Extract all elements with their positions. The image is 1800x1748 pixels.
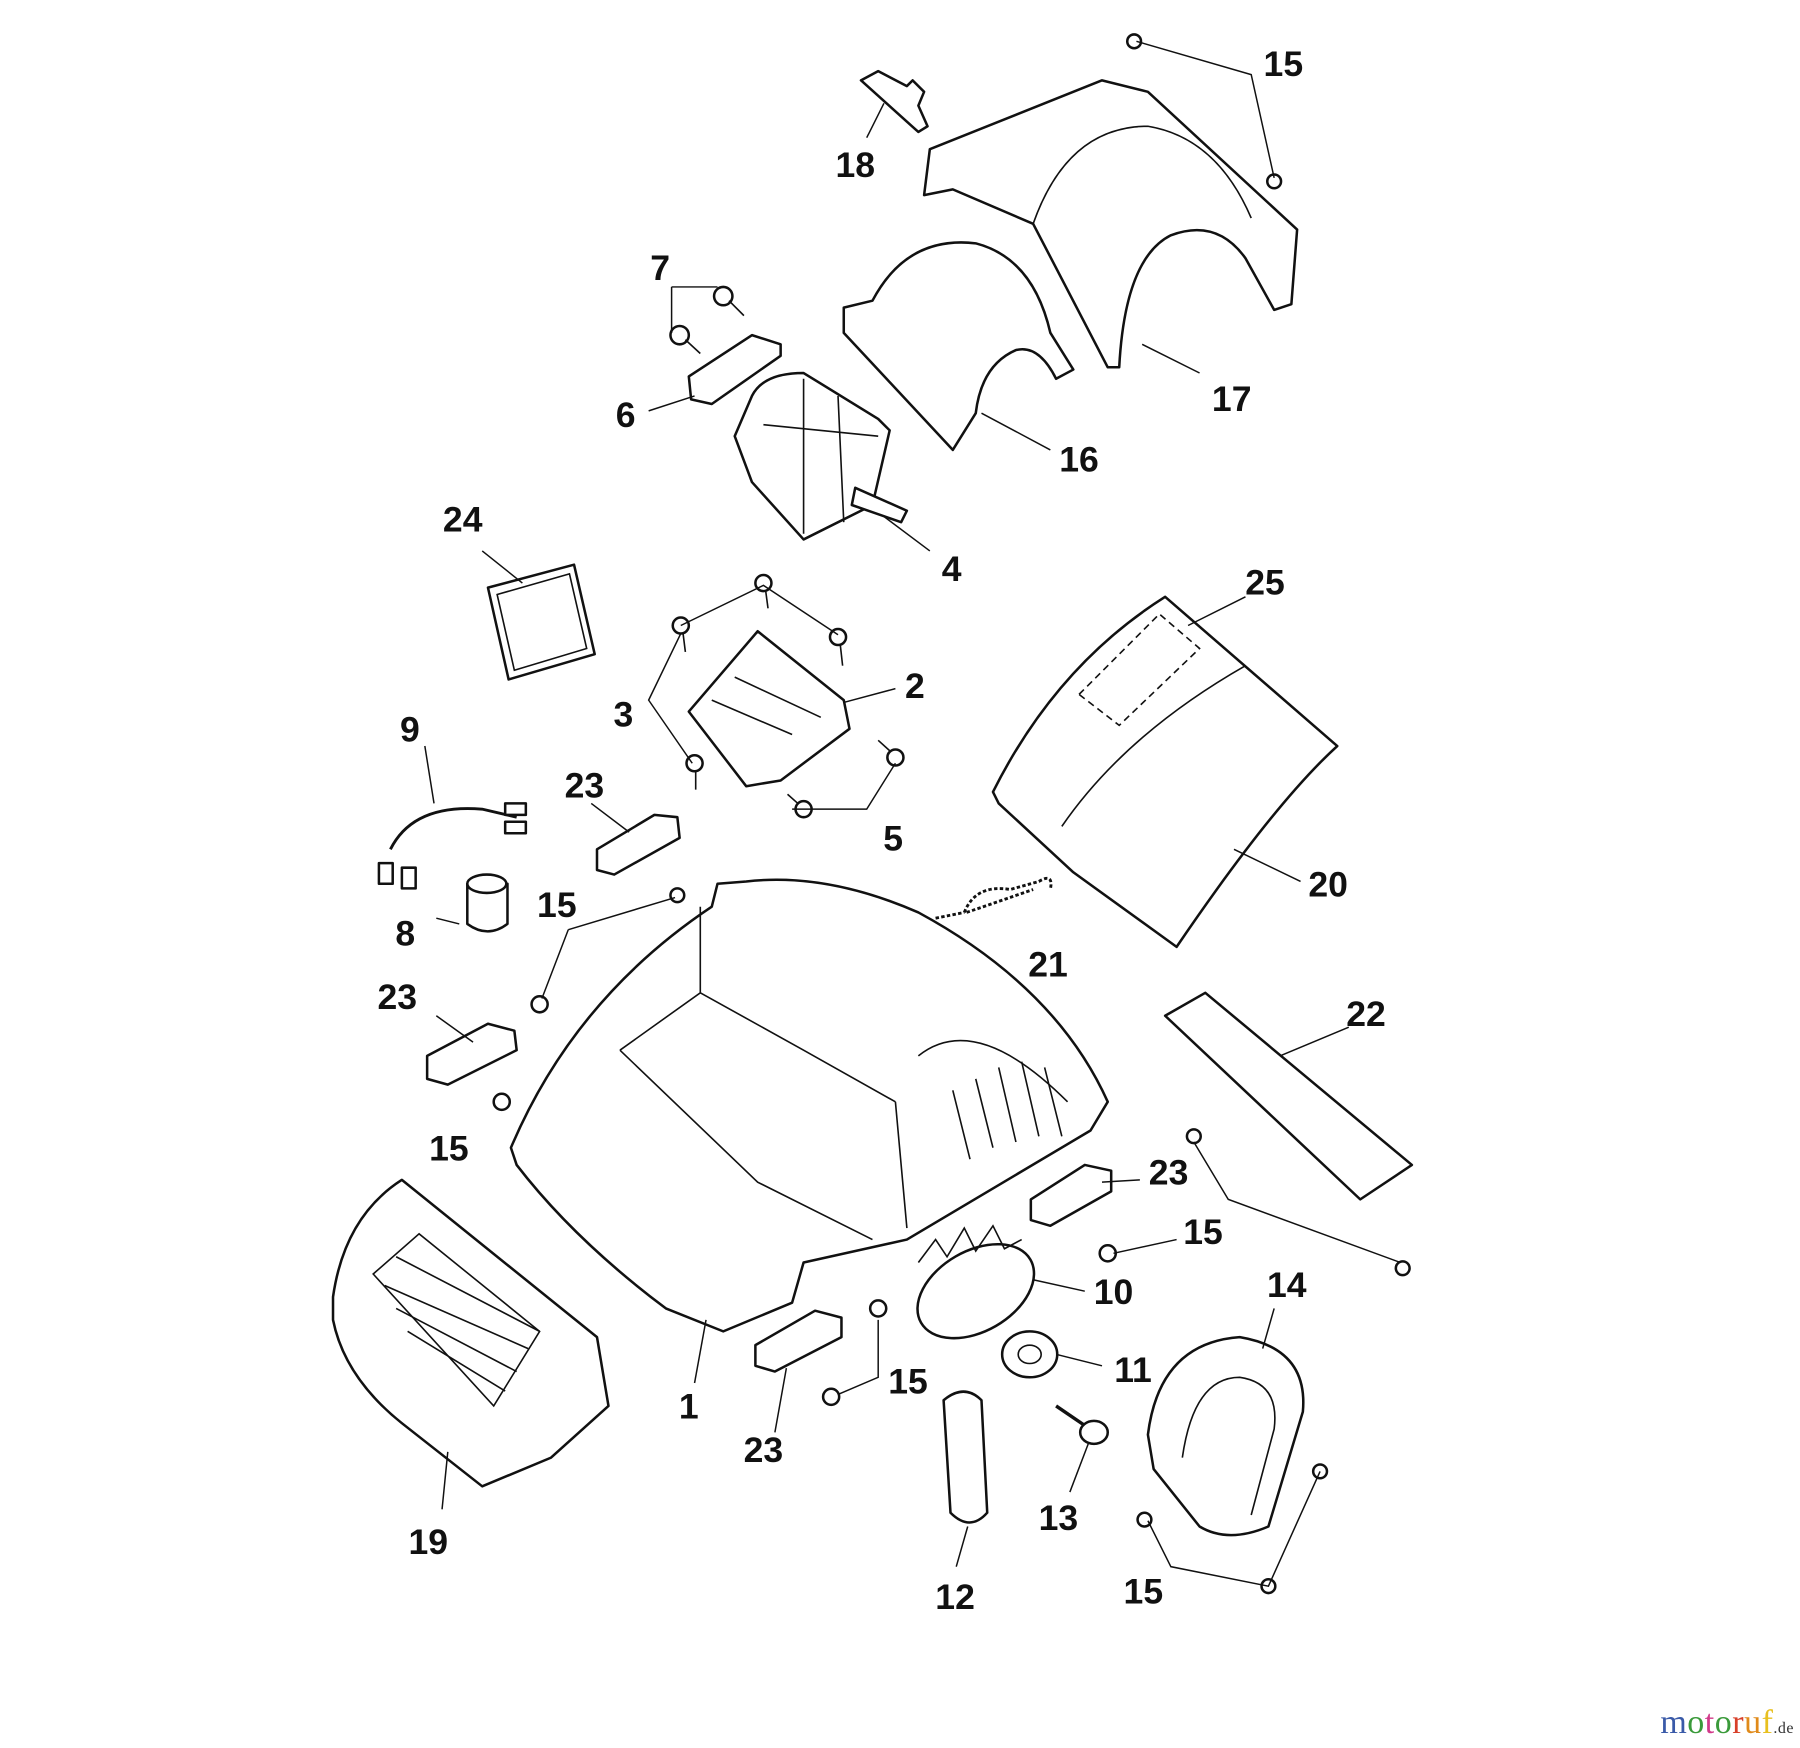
part-9-cable <box>377 802 528 890</box>
callout-22: 22 <box>1346 994 1386 1034</box>
logo-letter: f <box>1761 1704 1774 1741</box>
callout-15: 15 <box>537 885 577 925</box>
callout-14: 14 <box>1267 1265 1307 1305</box>
part-15-screws <box>492 33 1411 1595</box>
callout-15: 15 <box>429 1128 469 1168</box>
callout-24: 24 <box>443 499 483 539</box>
part-18 <box>859 69 929 134</box>
part-14-gear-cover <box>1146 1335 1305 1537</box>
part-21-spring <box>935 876 1053 920</box>
callout-5: 5 <box>883 818 903 858</box>
logo-text: motoruf <box>1660 1704 1773 1741</box>
part-6-bracket <box>687 333 782 406</box>
callout-4: 4 <box>942 549 962 589</box>
callout-19: 19 <box>408 1522 448 1562</box>
part-4-motor <box>733 371 909 541</box>
callout-9: 9 <box>400 709 420 749</box>
callout-labels: 15 18 7 17 6 16 4 24 25 2 3 9 23 5 20 15… <box>378 44 1386 1617</box>
callout-7: 7 <box>650 248 670 288</box>
part-23-clips <box>425 813 1113 1373</box>
part-7-screws <box>669 285 745 355</box>
part-16-fan-housing <box>842 241 1075 452</box>
part-2-plate <box>687 629 851 788</box>
part-1-chassis <box>509 878 1110 1333</box>
callout-12: 12 <box>935 1577 975 1617</box>
callout-15: 15 <box>888 1361 928 1401</box>
callout-21: 21 <box>1028 945 1068 985</box>
callout-15: 15 <box>1124 1571 1164 1611</box>
callout-23: 23 <box>744 1430 784 1470</box>
callout-3: 3 <box>614 695 634 735</box>
leader-lines <box>424 40 1401 1588</box>
callout-1: 1 <box>679 1387 699 1427</box>
logo-letter: r <box>1732 1704 1745 1741</box>
part-17-cover <box>922 79 1299 369</box>
part-8-capacitor <box>466 873 509 933</box>
callout-8: 8 <box>395 914 415 954</box>
logo-letter: t <box>1704 1704 1715 1741</box>
part-19-rear-flap <box>331 1178 610 1488</box>
part-11-gear <box>1000 1330 1059 1379</box>
callout-25: 25 <box>1245 563 1285 603</box>
part-20-grass-cover <box>991 595 1339 949</box>
callout-23: 23 <box>1149 1152 1189 1192</box>
logo-letter: o <box>1714 1704 1733 1741</box>
callout-15: 15 <box>1183 1212 1223 1252</box>
part-12-belt <box>942 1390 989 1524</box>
callout-11: 11 <box>1114 1350 1152 1390</box>
part-24-gasket <box>486 563 596 681</box>
callout-16: 16 <box>1059 440 1099 480</box>
part-10-wheel <box>916 1224 1036 1340</box>
logo-letter: o <box>1687 1704 1705 1741</box>
callout-15: 15 <box>1264 44 1304 84</box>
callout-17: 17 <box>1212 379 1252 419</box>
callout-2: 2 <box>905 666 925 706</box>
part-13-bolt <box>1055 1404 1110 1446</box>
callout-18: 18 <box>835 145 875 185</box>
callout-6: 6 <box>616 395 636 435</box>
callout-20: 20 <box>1308 864 1348 904</box>
logo-letter: m <box>1660 1704 1688 1741</box>
motoruf-logo: motoruf.de <box>1660 1704 1794 1741</box>
callout-23: 23 <box>565 766 605 806</box>
logo-letter: u <box>1744 1704 1762 1741</box>
callout-23: 23 <box>378 977 418 1017</box>
part-22 <box>1163 991 1414 1201</box>
callout-10: 10 <box>1094 1272 1134 1312</box>
callout-13: 13 <box>1039 1498 1079 1538</box>
